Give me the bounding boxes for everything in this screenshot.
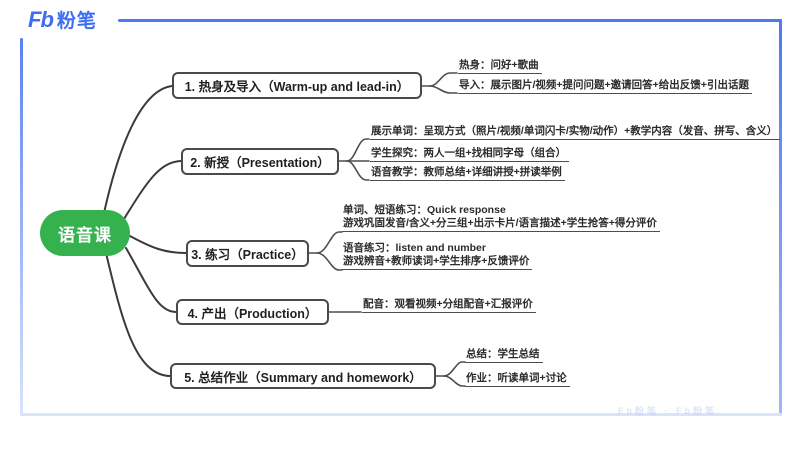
leaf-phonics-practice: 语音练习：listen and number 游戏辨音+教师读词+学生排序+反馈… (342, 242, 533, 270)
branch-node-warmup: 1. 热身及导入（Warm-up and lead-in） (172, 72, 422, 99)
frame-right-border (779, 19, 782, 416)
leaf-line: 展示单词：呈现方式（照片/视频/单词闪卡/实物/动作）+教学内容（发音、拼写、含… (371, 125, 778, 137)
branch-label: 2. 新授（Presentation） (190, 156, 330, 170)
leaf-line: 学生探究：两人一组+找相同字母（组合） (371, 147, 567, 159)
leaf-warmup-greeting: 热身：问好+歌曲 (458, 58, 542, 74)
root-node-phonics-class: 语音课 (40, 210, 130, 256)
frame-top-border (118, 19, 782, 22)
branch-label: 5. 总结作业（Summary and homework） (184, 370, 422, 385)
leaf-show-words: 展示单词：呈现方式（照片/视频/单词闪卡/实物/动作）+教学内容（发音、拼写、含… (370, 124, 781, 140)
branch-label: 1. 热身及导入（Warm-up and lead-in） (184, 80, 410, 94)
leaf-leadin-steps: 导入：展示图片/视频+提问问题+邀请回答+给出反馈+引出话题 (458, 78, 752, 94)
leaf-homework: 作业：听读单词+讨论 (465, 371, 570, 387)
leaf-line: 单词、短语练习：Quick response (343, 204, 506, 216)
fenbi-logo: Fb 粉笔 (28, 6, 97, 33)
branch-label: 3. 练习（Practice） (191, 248, 304, 262)
frame-left-border (20, 38, 23, 416)
leaf-dubbing: 配音：观看视频+分组配音+汇报评价 (362, 297, 536, 313)
fenbi-logo-name: 粉笔 (56, 11, 97, 32)
branch-node-summary-homework: 5. 总结作业（Summary and homework） (170, 363, 436, 389)
leaf-line: 导入：展示图片/视频+提问问题+邀请回答+给出反馈+引出话题 (459, 79, 749, 91)
leaf-phonics-teaching: 语音教学：教师总结+详细讲授+拼读举例 (370, 165, 565, 181)
branch-node-production: 4. 产出（Production） (176, 299, 329, 325)
branch-label: 4. 产出（Production） (187, 306, 318, 321)
leaf-student-explore: 学生探究：两人一组+找相同字母（组合） (370, 146, 570, 162)
fenbi-logo-icon: Fb (28, 6, 54, 32)
leaf-line: 语音练习：listen and number (343, 242, 486, 254)
leaf-line: 语音教学：教师总结+详细讲授+拼读举例 (371, 166, 562, 178)
watermark: Fb粉笔 · Fb粉笔 (618, 406, 717, 416)
leaf-line: 作业：听读单词+讨论 (466, 372, 567, 384)
frame-bottom-border (20, 413, 782, 416)
leaf-word-phrase-practice: 单词、短语练习：Quick response 游戏巩固发音/含义+分三组+出示卡… (342, 204, 660, 232)
leaf-summary: 总结：学生总结 (465, 347, 543, 363)
leaf-line: 游戏巩固发音/含义+分三组+出示卡片/语言描述+学生抢答+得分评价 (343, 217, 657, 229)
leaf-line: 游戏辨音+教师读词+学生排序+反馈评价 (343, 255, 530, 267)
branch-node-presentation: 2. 新授（Presentation） (181, 148, 339, 175)
leaf-line: 配音：观看视频+分组配音+汇报评价 (363, 298, 533, 310)
leaf-line: 热身：问好+歌曲 (459, 59, 539, 71)
branch-node-practice: 3. 练习（Practice） (186, 240, 309, 267)
leaf-line: 总结：学生总结 (466, 348, 540, 360)
root-node-label: 语音课 (58, 225, 112, 245)
